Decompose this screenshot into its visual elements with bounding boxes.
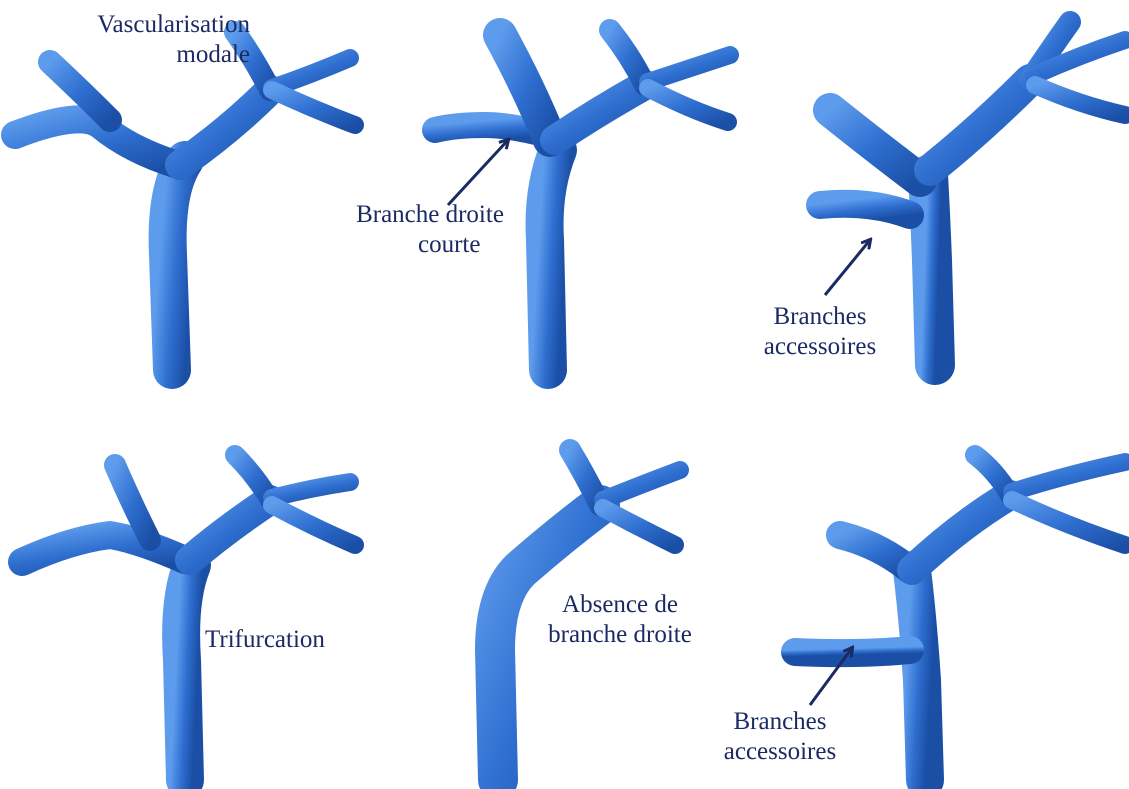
label-branche-droite-courte: Branche droite courte (330, 200, 530, 260)
right-branch (180, 90, 270, 165)
label-line: Trifurcation (205, 625, 365, 655)
right-branch (930, 80, 1030, 170)
main-trunk (168, 160, 185, 370)
label-line: Branches (695, 707, 865, 737)
right-branch (912, 495, 1010, 570)
label-trifurcation: Trifurcation (205, 625, 365, 655)
right-fork-lower (272, 90, 355, 125)
accessory-left-branch (795, 650, 910, 653)
vessel-diagram-vascularisation-modale (15, 32, 355, 370)
label-line: Absence de (530, 590, 710, 620)
middle-branch (190, 500, 270, 560)
left-branch (15, 119, 178, 165)
right-fork-upper (272, 482, 350, 498)
right-fork-lower (272, 505, 355, 545)
label-line: Branche droite (330, 200, 530, 230)
right-fork-upper (603, 470, 680, 500)
right-branch (555, 85, 645, 140)
label-line: accessoires (735, 332, 905, 362)
label-line: Vascularisation (20, 10, 250, 40)
label-line: Branches (735, 302, 905, 332)
right-fork-lower (1012, 500, 1125, 545)
label-line: courte (330, 230, 530, 260)
main-trunk (928, 175, 935, 365)
label-absence-de-branche-droite: Absence de branche droite (530, 590, 710, 650)
right-fork-upper (648, 55, 730, 82)
left-branch (830, 110, 920, 180)
main-trunk (181, 565, 192, 780)
label-line: accessoires (695, 737, 865, 767)
right-fork-lower (603, 508, 675, 545)
main-trunk (545, 150, 558, 370)
label-line: modale (20, 40, 250, 70)
label-vascularisation-modale: Vascularisation modale (20, 10, 250, 70)
right-fork-upper (272, 58, 350, 88)
right-fork-lower (648, 88, 728, 122)
arrow-branche-droite-courte (448, 140, 508, 205)
vessel-diagram-trifurcation (22, 455, 355, 780)
right-upper-branch (610, 30, 645, 85)
accessory-left-branch (820, 204, 910, 215)
label-branches-accessoires-top: Branches accessoires (735, 302, 905, 362)
label-line: branche droite (530, 620, 710, 650)
label-branches-accessoires-bottom: Branches accessoires (695, 707, 865, 767)
main-trunk (912, 570, 925, 780)
right-fork-upper (1012, 462, 1125, 492)
right-fork-lower (1035, 85, 1125, 115)
arrow-branches-accessoires-top (825, 240, 870, 295)
